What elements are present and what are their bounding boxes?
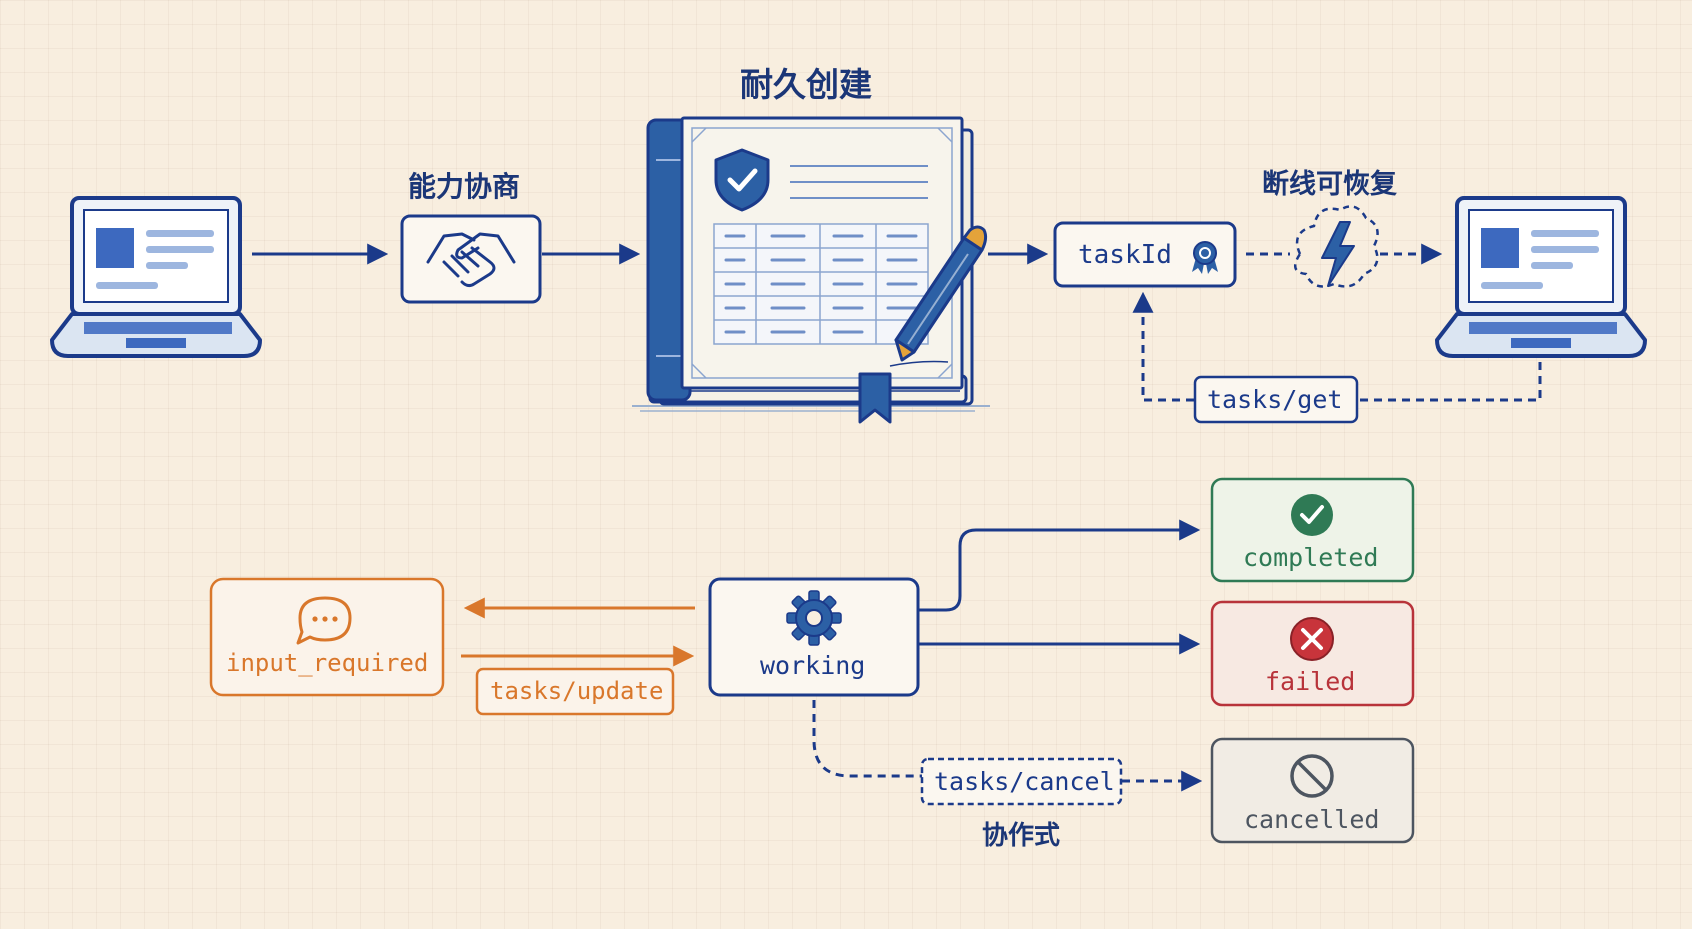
cancelled-text: cancelled [1244, 805, 1380, 834]
completed-text: completed [1243, 543, 1379, 572]
tasks-cancel-box [920, 757, 1123, 806]
x-circle-icon [1290, 617, 1334, 661]
tasks-get-text: tasks/get [1207, 385, 1343, 414]
tasks-update-box [475, 667, 675, 716]
pen-icon [889, 225, 988, 367]
ledger-book-icon [632, 116, 990, 424]
negotiation-label: 能力协商 [408, 170, 521, 203]
check-circle-icon [1291, 494, 1333, 536]
durable-create-label: 耐久创建 [740, 65, 872, 104]
failed-text: failed [1265, 667, 1356, 696]
handshake-icon [426, 232, 516, 288]
ribbon-badge-icon [1192, 241, 1218, 274]
gear-icon [786, 590, 842, 646]
client-laptop-icon [50, 196, 262, 358]
input-required-box [209, 577, 445, 697]
cooperative-label: 协作式 [982, 821, 1061, 851]
chat-bubble-icon [296, 596, 352, 645]
resumable-label: 断线可恢复 [1262, 169, 1397, 200]
tasks-get-box [1193, 375, 1359, 424]
input-required-text: input_required [226, 649, 429, 677]
lightning-cloud-icon [1293, 205, 1379, 288]
task-id-text: taskId [1078, 240, 1172, 270]
tasks-cancel-text: tasks/cancel [934, 767, 1115, 796]
task-id-box [1053, 221, 1237, 288]
tasks-update-text: tasks/update [490, 677, 664, 705]
negotiation-box [400, 214, 542, 304]
prohibited-icon [1290, 754, 1334, 798]
cancelled-box [1210, 737, 1415, 844]
server-laptop-icon [1435, 196, 1647, 358]
working-text: working [760, 651, 866, 680]
